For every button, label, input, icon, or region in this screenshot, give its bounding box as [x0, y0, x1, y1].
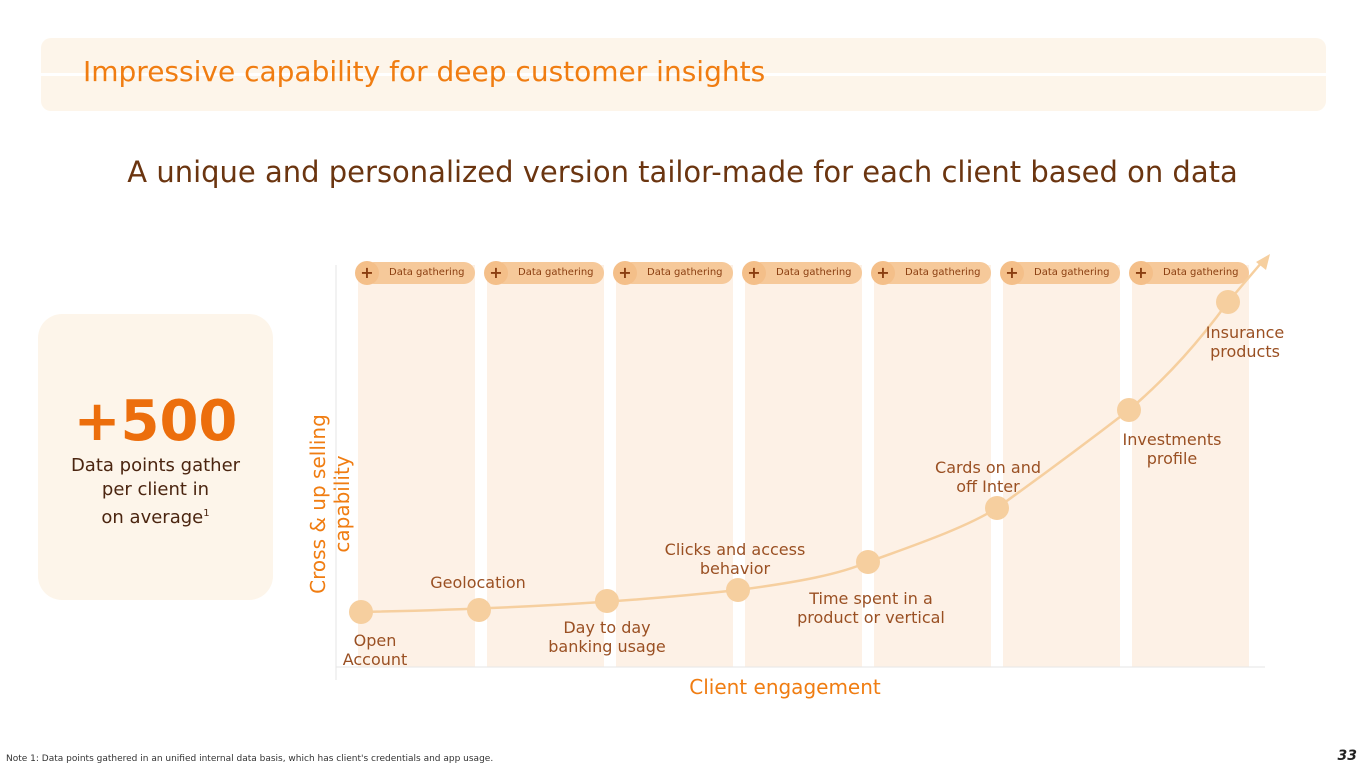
stage-label-line2: behavior [699, 559, 771, 578]
stage-label: Geolocation [378, 573, 578, 592]
stat-line-2: per client in [101, 479, 210, 500]
pill-label: Data gathering [647, 267, 723, 278]
stage-label-line2: banking usage [548, 637, 666, 656]
plus-icon: + [742, 261, 766, 285]
data-gathering-pill: Data gathering [750, 262, 862, 284]
stage-dot [1216, 290, 1240, 314]
data-gathering-pill: Data gathering [492, 262, 604, 284]
plus-icon: + [613, 261, 637, 285]
stage-label: Cards on and off Inter [888, 458, 1088, 496]
stage-label: Time spent in a product or vertical [771, 589, 971, 627]
stage-label: Investments profile [1072, 430, 1272, 468]
data-gathering-pill: Data gathering [1137, 262, 1249, 284]
stage-label-line2: profile [1146, 449, 1198, 468]
stage-label-line1: Time spent in a [809, 589, 933, 608]
stage-label-line2: off Inter [956, 477, 1020, 496]
plus-icon: + [1129, 261, 1153, 285]
pill-label: Data gathering [389, 267, 465, 278]
stage-label-line1: Cards on and [935, 458, 1041, 477]
stage-dot [726, 578, 750, 602]
pill-label: Data gathering [518, 267, 594, 278]
pill-label: Data gathering [905, 267, 981, 278]
stage-label-line2: Account [342, 650, 408, 669]
stage-label: Insurance products [1145, 323, 1345, 361]
stage-column [745, 265, 862, 667]
page-title: Impressive capability for deep customer … [83, 55, 766, 88]
subtitle: A unique and personalized version tailor… [127, 155, 1238, 189]
stage-column [874, 265, 991, 667]
x-axis-label: Client engagement [689, 675, 881, 699]
stage-dot [1117, 398, 1141, 422]
footnote-mark: 1 [203, 508, 210, 519]
title-bar [41, 38, 1326, 111]
stat-value: +500 [73, 389, 238, 454]
stage-column [358, 265, 475, 667]
stage-label-line1: Clicks and access [664, 540, 806, 559]
pill-label: Data gathering [776, 267, 852, 278]
stage-label-line1: Geolocation [430, 573, 526, 592]
stage-dot [856, 550, 880, 574]
stage-column [1003, 265, 1120, 667]
pill-label: Data gathering [1163, 267, 1239, 278]
y-axis-label: Cross & up selling capability [306, 414, 354, 594]
stage-dot [595, 589, 619, 613]
stage-column [487, 265, 604, 667]
stage-label-line1: Open [353, 631, 397, 650]
plus-icon: + [355, 261, 379, 285]
stage-dot [349, 600, 373, 624]
stage-label-line1: Insurance [1205, 323, 1285, 342]
data-gathering-pill: Data gathering [879, 262, 991, 284]
stage-label: Clicks and access behavior [635, 540, 835, 578]
stage-label: Day to day banking usage [507, 618, 707, 656]
stat-card: +500 Data points gather per client in on… [38, 314, 273, 600]
plus-icon: + [871, 261, 895, 285]
stage-label-line2: product or vertical [797, 608, 945, 627]
stage-label-line1: Day to day [563, 618, 651, 637]
stage-dot [467, 598, 491, 622]
pill-label: Data gathering [1034, 267, 1110, 278]
stage-label: Open Account [275, 631, 475, 669]
footnote: Note 1: Data points gathered in an unifi… [6, 754, 494, 764]
plus-icon: + [484, 261, 508, 285]
stage-column [1132, 265, 1249, 667]
plus-icon: + [1000, 261, 1024, 285]
data-gathering-pill: Data gathering [621, 262, 733, 284]
stat-line-3: on average [101, 507, 204, 528]
arrow-head-icon [1256, 254, 1270, 270]
stage-dot [985, 496, 1009, 520]
page-number: 33 [1337, 748, 1357, 764]
data-gathering-pill: Data gathering [1008, 262, 1120, 284]
data-gathering-pill: Data gathering [363, 262, 475, 284]
stage-label-line1: Investments [1122, 430, 1222, 449]
stage-label-line2: products [1210, 342, 1280, 361]
stat-line-1: Data points gather [70, 455, 241, 476]
